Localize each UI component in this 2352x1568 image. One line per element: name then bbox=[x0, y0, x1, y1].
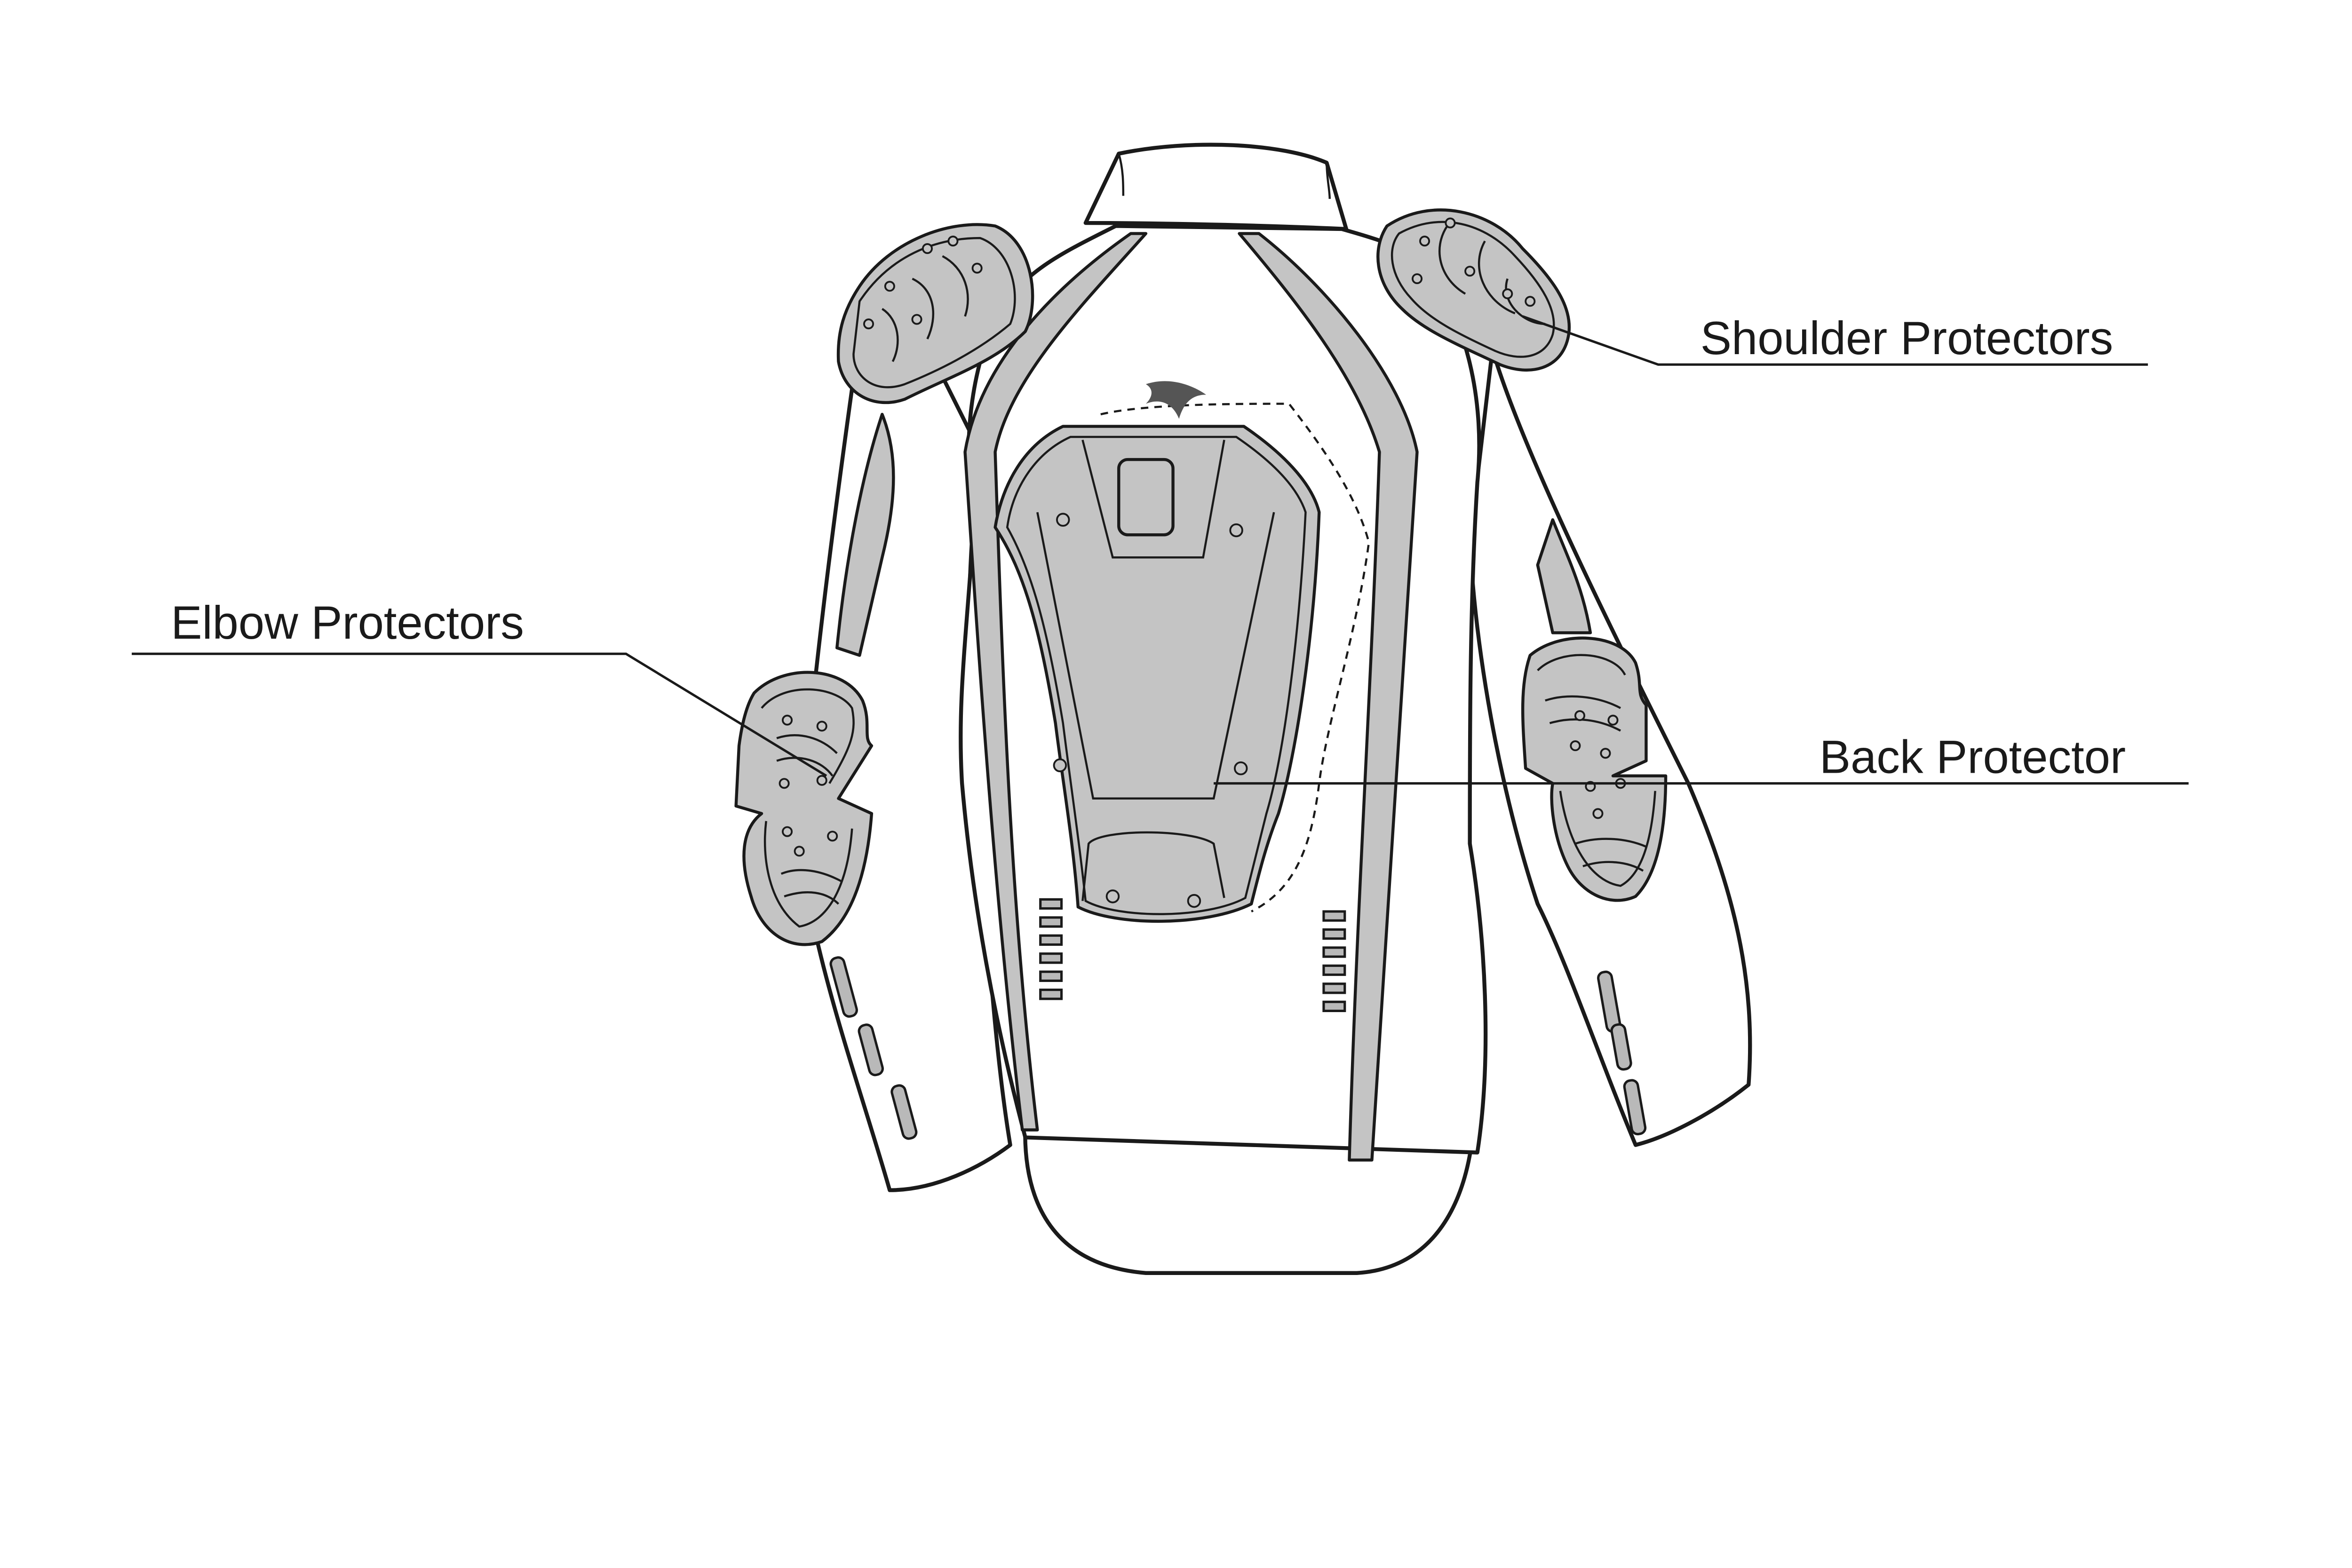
shoulder-leader-line bbox=[1522, 315, 2148, 366]
right-vents bbox=[1322, 910, 1346, 1013]
right-shoulder-protector bbox=[1376, 208, 1571, 372]
collar bbox=[1083, 143, 1349, 231]
back-protector bbox=[993, 425, 1321, 923]
back-protector-label: Back Protector bbox=[1820, 731, 2126, 783]
right-sleeve-panel bbox=[1536, 518, 1592, 634]
left-back-panel bbox=[963, 232, 1148, 1132]
left-elbow-protector bbox=[734, 671, 874, 946]
sleeve-reflective-strips bbox=[829, 956, 1647, 1140]
shoulder-protectors-label: Shoulder Protectors bbox=[1700, 312, 2114, 364]
left-vents bbox=[1039, 898, 1063, 1000]
brand-logo bbox=[1145, 381, 1207, 419]
jacket-protector-diagram: Shoulder Protectors Elbow Protectors Bac… bbox=[132, 143, 2189, 1275]
right-back-panel bbox=[1238, 232, 1419, 1162]
left-shoulder-protector bbox=[836, 223, 1034, 404]
left-sleeve-panel bbox=[835, 412, 895, 657]
right-elbow-protector bbox=[1521, 636, 1668, 902]
collar-seam bbox=[1118, 153, 1331, 199]
back-protector-pocket-outline bbox=[1100, 403, 1370, 913]
elbow-protectors-label: Elbow Protectors bbox=[171, 597, 524, 649]
elbow-leader-line bbox=[132, 652, 827, 777]
